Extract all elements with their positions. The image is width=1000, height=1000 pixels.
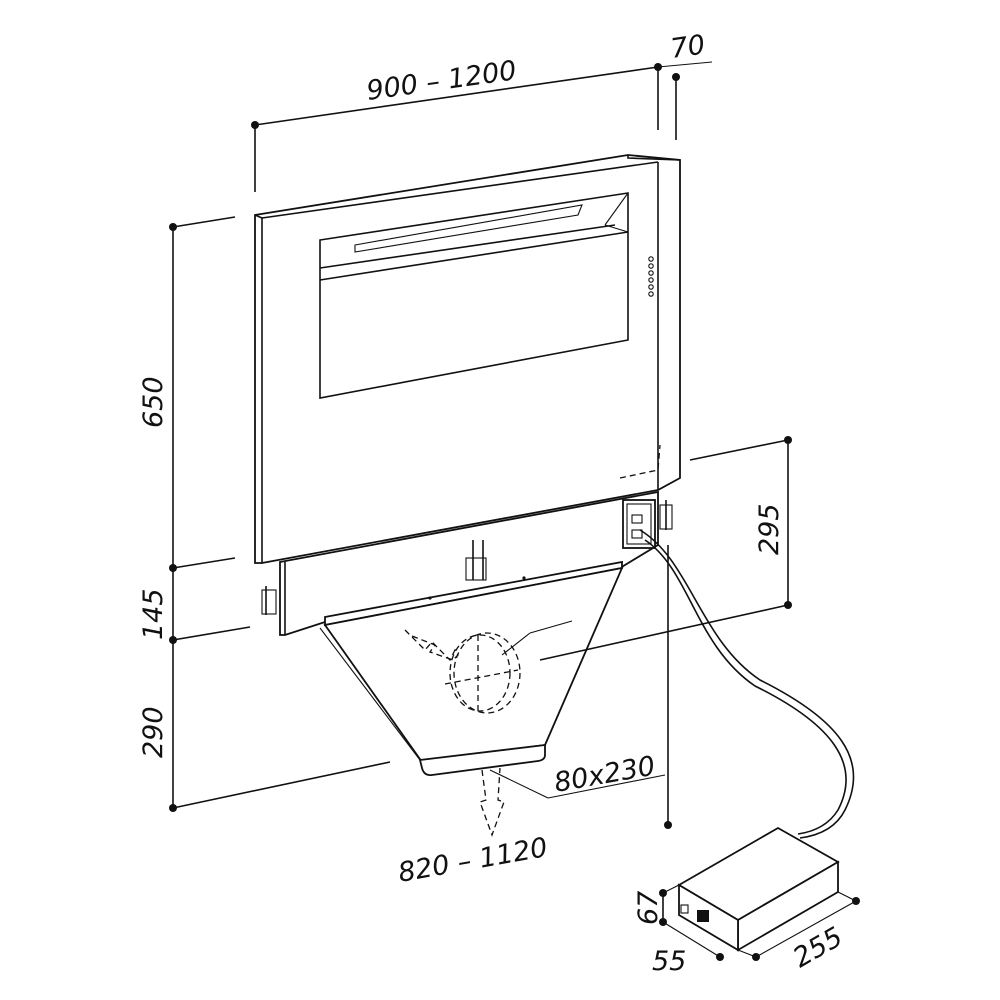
control-buttons bbox=[648, 256, 654, 297]
hood-body bbox=[319, 566, 666, 837]
bracket-left bbox=[261, 586, 277, 615]
side-height-label: 295 bbox=[754, 503, 785, 555]
glass-panel bbox=[254, 154, 681, 564]
outlet-size-label: 80x230 bbox=[552, 751, 658, 799]
power-cable bbox=[639, 529, 855, 839]
outlet-range-label: 820 – 1120 bbox=[396, 832, 550, 889]
psu-length-label: 255 bbox=[788, 921, 848, 974]
bracket-right bbox=[659, 500, 673, 530]
width-label: 900 – 1200 bbox=[365, 55, 519, 107]
power-supply-unit: 67 55 255 bbox=[633, 826, 860, 977]
lower-body-height-label: 145 bbox=[138, 588, 169, 640]
lower-body bbox=[261, 490, 673, 636]
hood-height-label: 290 bbox=[138, 706, 169, 758]
psu-height-label: 67 bbox=[633, 891, 664, 925]
connector-box bbox=[622, 499, 656, 549]
height-dimensions: 650 145 290 bbox=[138, 216, 391, 812]
psu-depth-label: 55 bbox=[652, 946, 686, 977]
panel-height-label: 650 bbox=[138, 376, 169, 428]
switch-icon bbox=[680, 904, 689, 914]
power-socket-icon bbox=[697, 910, 709, 922]
depth-offset-label: 70 bbox=[669, 29, 707, 64]
bracket-mid bbox=[465, 540, 487, 581]
